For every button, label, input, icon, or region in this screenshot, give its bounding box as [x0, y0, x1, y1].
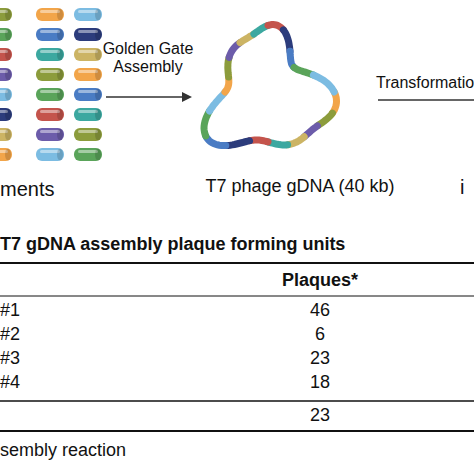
genome-loop	[204, 25, 337, 146]
table-rule	[0, 262, 474, 264]
table-cell: 6	[315, 324, 325, 345]
table-rule	[0, 400, 474, 402]
table-heading: T7 gDNA assembly plaque forming units	[0, 234, 345, 255]
table-cell: #2	[0, 324, 20, 345]
table-cell: 18	[310, 372, 330, 393]
panel-label: i	[460, 176, 464, 199]
table-cell: 46	[310, 300, 330, 321]
table-cell: 23	[310, 348, 330, 369]
table-cell: #4	[0, 372, 20, 393]
column-header: Plaques*	[282, 270, 358, 291]
table-cell: #1	[0, 300, 20, 321]
panel-label: ments	[0, 178, 54, 201]
footnote: sembly reaction	[0, 440, 126, 461]
step-label: Transformatio	[376, 74, 474, 92]
dna-fragments	[0, 8, 102, 161]
table-cell: #3	[0, 348, 20, 369]
panel-label: T7 phage gDNA (40 kb)	[205, 176, 394, 197]
table-cell: 23	[310, 405, 330, 426]
step-label: Golden Gate Assembly	[96, 40, 200, 77]
assembly-arrow	[106, 96, 190, 98]
table-rule	[0, 296, 474, 297]
table-rule	[0, 430, 474, 432]
transformation-arrow	[378, 99, 474, 101]
